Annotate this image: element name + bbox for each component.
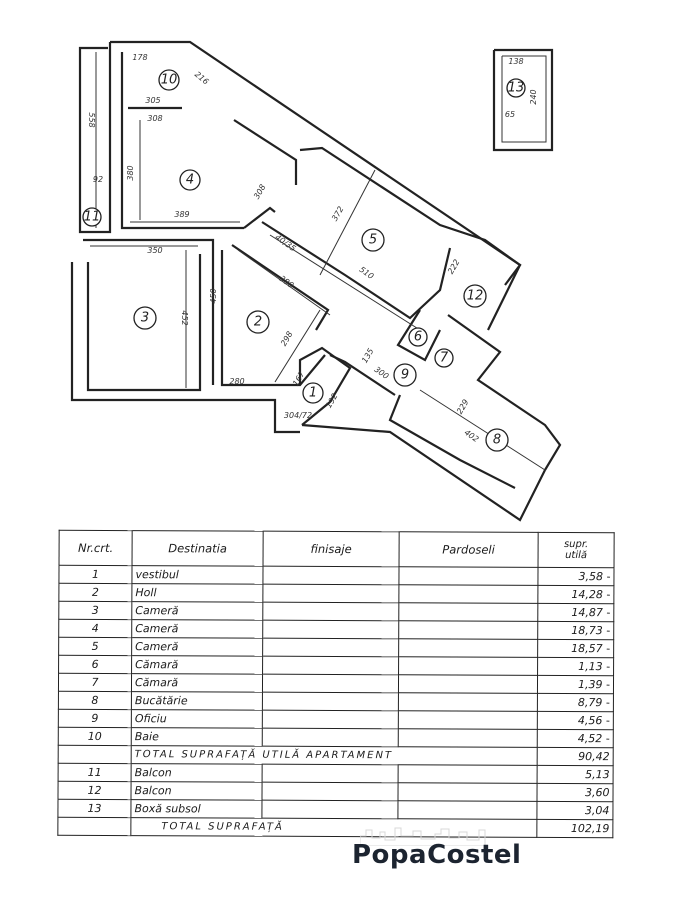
svg-text:2: 2 — [254, 315, 262, 330]
svg-text:9: 9 — [401, 368, 409, 383]
svg-text:8: 8 — [493, 433, 501, 448]
surface-table: Nr.crt. Destinatia finisaje Pardoseli su… — [57, 530, 615, 838]
room-6: 6 — [408, 327, 428, 347]
room-8: 8 — [485, 428, 509, 452]
svg-text:240: 240 — [529, 89, 538, 104]
svg-text:6: 6 — [414, 330, 422, 345]
header-nr: Nr.crt. — [59, 530, 133, 566]
svg-text:92: 92 — [93, 175, 103, 184]
svg-text:3: 3 — [141, 311, 149, 326]
svg-text:380: 380 — [126, 165, 135, 180]
svg-text:402: 402 — [463, 428, 481, 444]
header-destinatia: Destinatia — [132, 530, 264, 567]
svg-text:389: 389 — [174, 210, 189, 219]
svg-text:4: 4 — [186, 173, 194, 188]
svg-text:1: 1 — [309, 386, 317, 401]
svg-text:178: 178 — [132, 53, 147, 62]
svg-text:135: 135 — [360, 347, 375, 365]
svg-text:192: 192 — [324, 392, 339, 410]
dimension-lines — [90, 52, 546, 471]
room-13: 13 — [506, 78, 526, 98]
svg-text:12: 12 — [467, 289, 484, 304]
room-1: 1 — [302, 382, 324, 404]
svg-text:11: 11 — [84, 210, 101, 225]
svg-text:5: 5 — [369, 233, 377, 248]
table-header: Nr.crt. Destinatia finisaje Pardoseli su… — [59, 530, 615, 568]
svg-text:10: 10 — [161, 73, 178, 88]
room-4: 4 — [179, 169, 201, 191]
room-3: 3 — [133, 306, 157, 330]
svg-text:558: 558 — [87, 112, 96, 127]
svg-text:229: 229 — [455, 398, 470, 416]
svg-text:308: 308 — [147, 114, 162, 123]
svg-text:452: 452 — [180, 310, 189, 325]
room-5: 5 — [361, 228, 385, 252]
svg-text:216: 216 — [193, 70, 210, 87]
svg-text:7: 7 — [440, 351, 449, 366]
room-9: 9 — [393, 363, 417, 387]
svg-text:222: 222 — [446, 258, 461, 276]
walls — [70, 40, 562, 522]
room-10: 10 — [158, 69, 180, 91]
logo-skyline-icon — [360, 827, 486, 846]
svg-text:372: 372 — [330, 205, 345, 223]
svg-text:350: 350 — [147, 246, 162, 255]
svg-text:300: 300 — [373, 365, 391, 381]
svg-text:65: 65 — [505, 110, 515, 119]
header-finisaje: finisaje — [263, 531, 400, 567]
svg-text:280: 280 — [229, 377, 244, 386]
room-12: 12 — [463, 284, 487, 308]
logo: PopaCostel — [352, 840, 522, 870]
svg-text:450: 450 — [209, 288, 218, 303]
svg-text:380: 380 — [278, 274, 296, 290]
room-labels: 10 4 11 3 2 5 12 6 7 9 1 8 13 — [82, 69, 526, 452]
svg-text:304/72: 304/72 — [284, 411, 312, 420]
svg-text:510: 510 — [358, 265, 376, 281]
svg-text:13: 13 — [508, 81, 525, 96]
room-2: 2 — [246, 310, 270, 334]
svg-text:305: 305 — [145, 96, 160, 105]
room-7: 7 — [434, 348, 454, 368]
svg-text:308: 308 — [252, 183, 267, 201]
room-11: 11 — [82, 207, 102, 227]
svg-text:138: 138 — [508, 57, 523, 66]
header-suprafata: supr.utilă — [538, 532, 615, 568]
floor-plan: 10 4 11 3 2 5 12 6 7 9 1 8 13 178 216 30… — [70, 40, 562, 522]
header-pardoseli: Pardoseli — [399, 531, 539, 568]
svg-text:298: 298 — [279, 330, 294, 348]
